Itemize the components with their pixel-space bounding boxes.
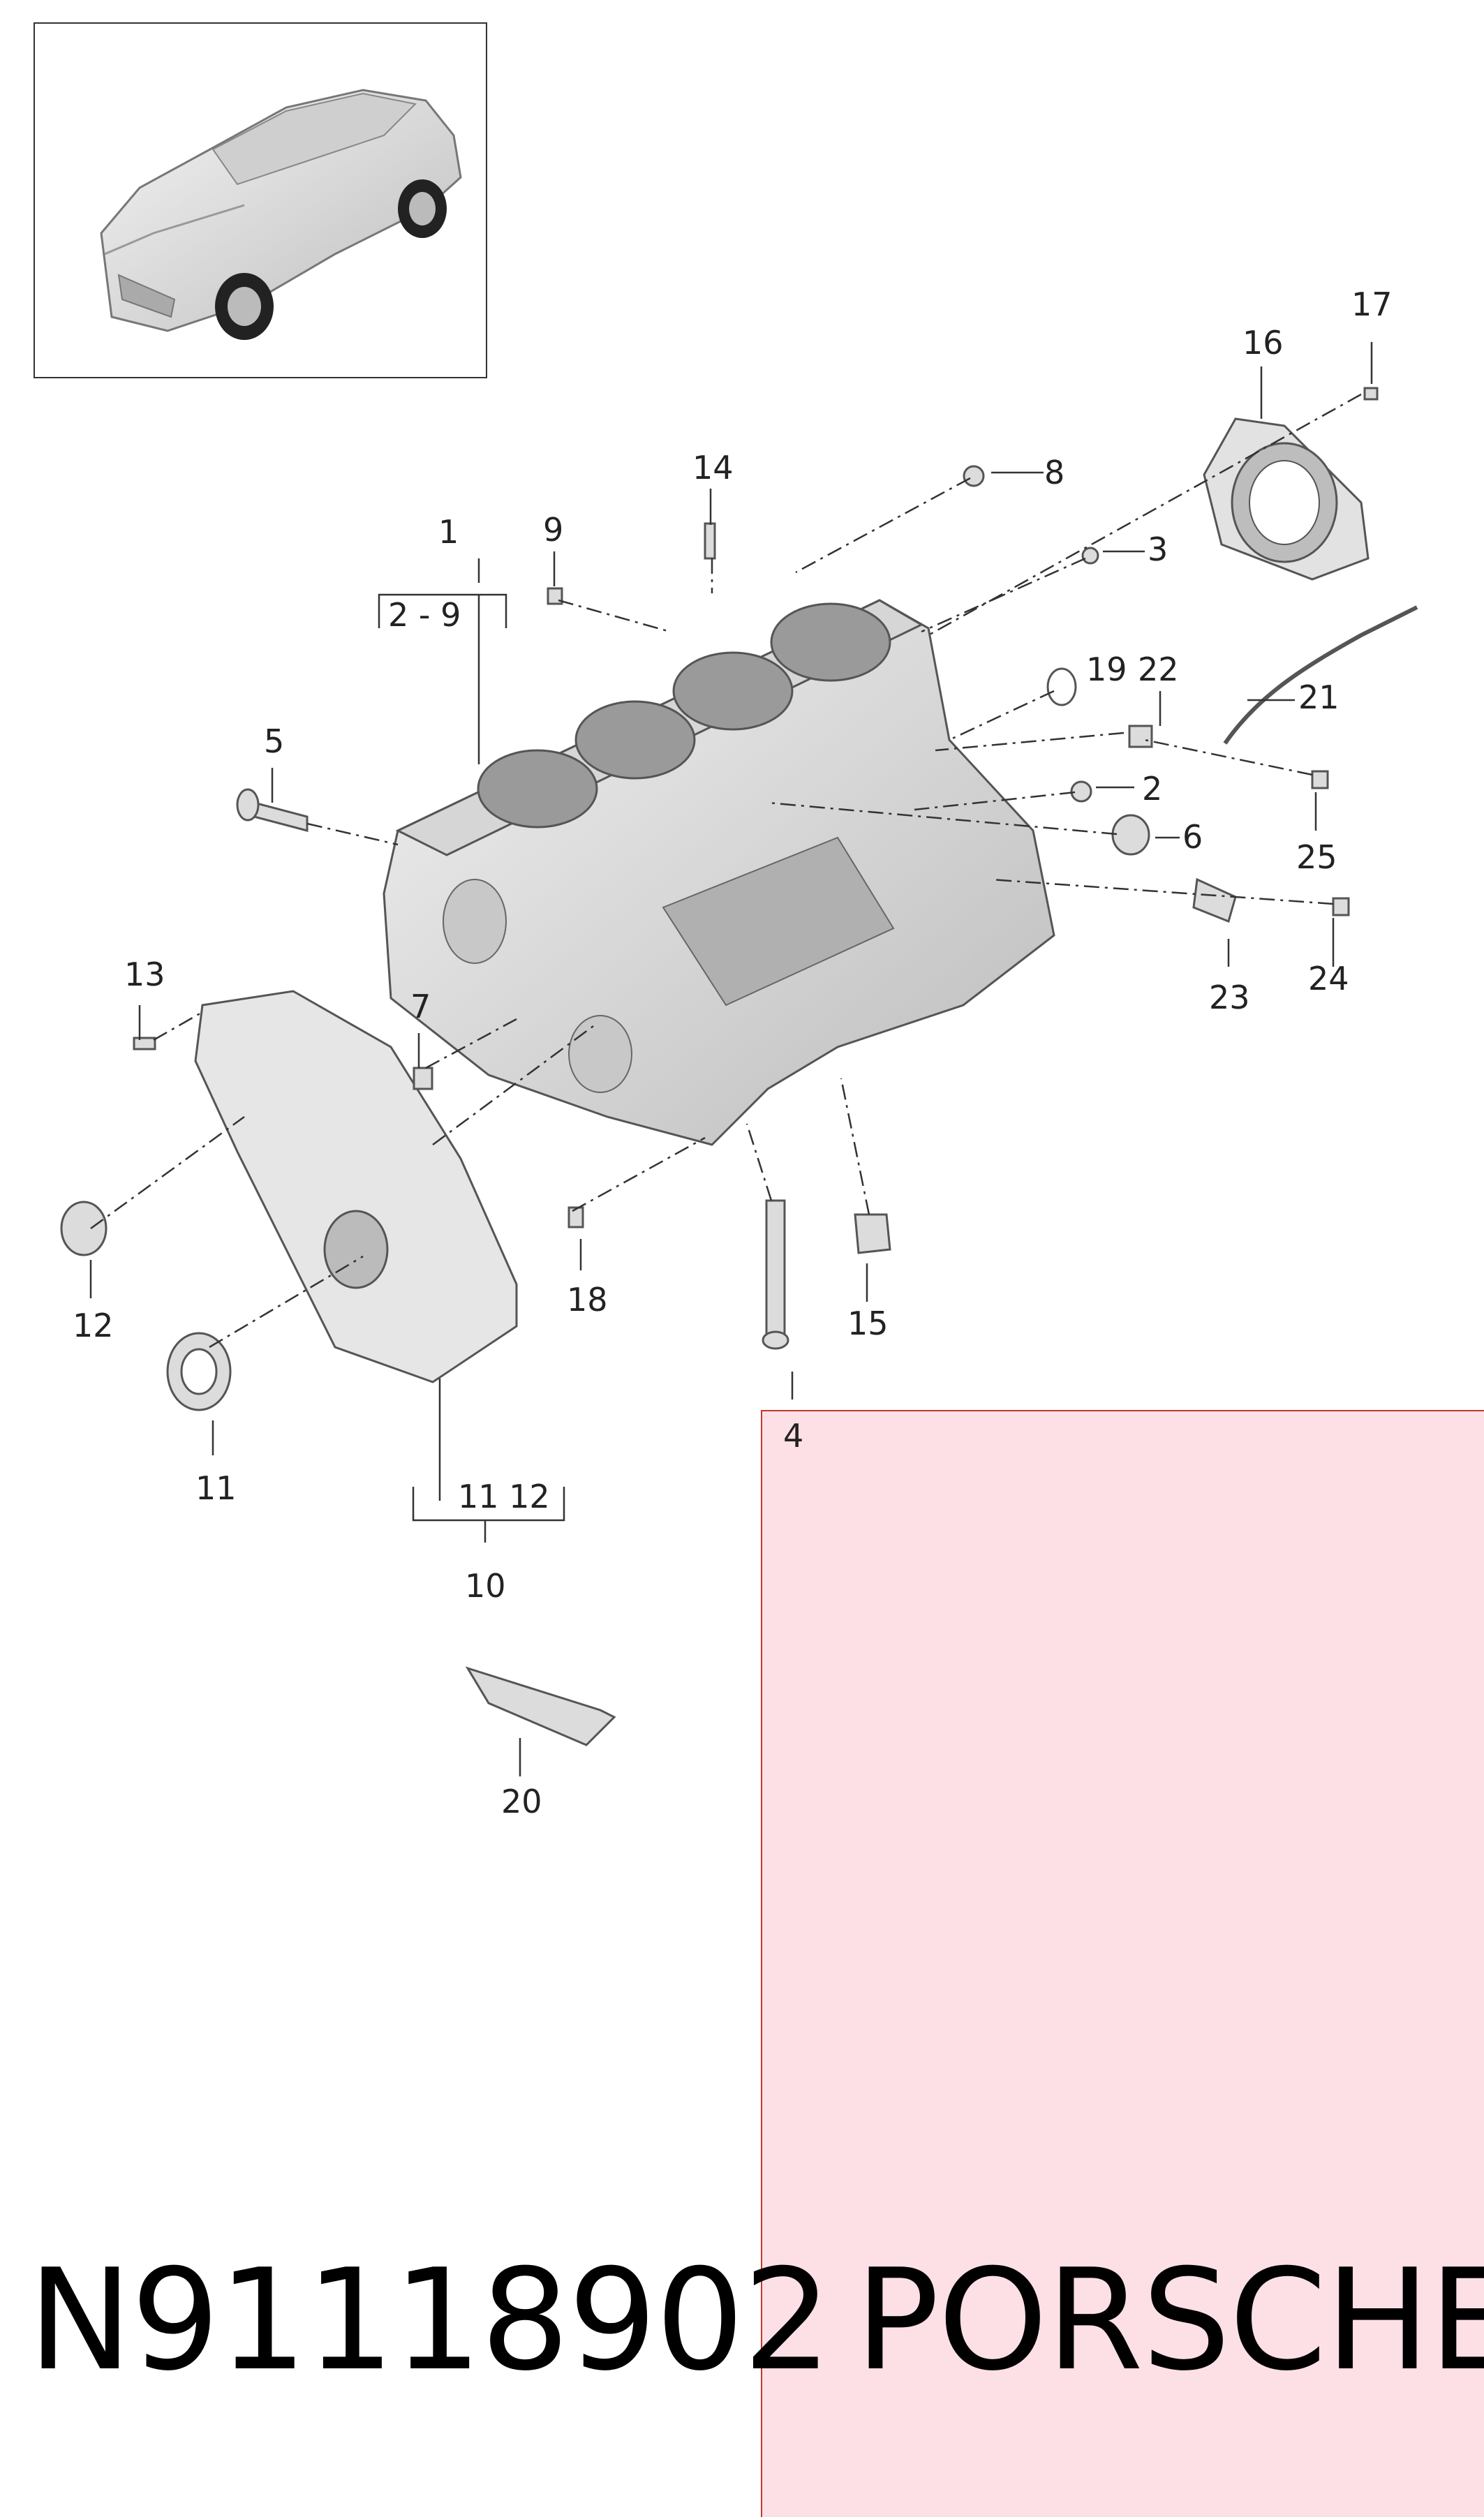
callout-25: 25 — [1296, 838, 1337, 876]
sensor-cable — [1223, 605, 1418, 745]
callout-11: 11 — [195, 1469, 237, 1507]
callout-8: 8 — [1044, 454, 1064, 491]
callout-10: 10 — [465, 1567, 506, 1605]
callout-2: 2 — [1142, 770, 1162, 808]
callout-21: 21 — [1298, 678, 1340, 716]
callout-24: 24 — [1308, 960, 1349, 997]
small-parts — [60, 387, 1379, 1746]
callout-23: 23 — [1209, 979, 1250, 1016]
leader-lines — [89, 342, 1373, 1776]
callout-11-12: 11 12 — [458, 1478, 550, 1515]
rear-seal-flange — [1203, 417, 1370, 581]
callout-16: 16 — [1242, 324, 1284, 362]
engine-block — [383, 599, 1055, 1146]
callout-12: 12 — [73, 1307, 114, 1344]
dash-lines — [90, 393, 1362, 1349]
callout-1: 1 — [438, 513, 459, 551]
callout-4: 4 — [783, 1417, 803, 1455]
highlight-panel — [761, 1410, 1484, 2517]
callout-14: 14 — [692, 449, 734, 487]
callout-22: 22 — [1138, 651, 1179, 688]
callout-6: 6 — [1182, 818, 1203, 856]
callout-5: 5 — [264, 722, 284, 760]
vehicle-thumbnail — [34, 22, 487, 378]
callout-13: 13 — [124, 956, 165, 993]
callout-17: 17 — [1351, 285, 1393, 323]
car-illustration — [100, 89, 462, 340]
timing-cover — [194, 990, 518, 1383]
brand-name: PORSCHE — [855, 2239, 1484, 2402]
callout-20: 20 — [501, 1783, 542, 1820]
callout-9: 9 — [543, 511, 563, 549]
part-number: N91118902 — [28, 2239, 832, 2402]
callout-19: 19 — [1086, 651, 1127, 688]
callout-2-9: 2 - 9 — [388, 596, 461, 634]
callout-3: 3 — [1148, 530, 1168, 568]
callout-7: 7 — [410, 988, 431, 1025]
callout-18: 18 — [567, 1281, 608, 1319]
callout-15: 15 — [847, 1305, 889, 1342]
callout-labels: 1 2 - 9 9 14 8 3 16 17 19 22 21 2 6 25 2… — [73, 285, 1393, 1820]
